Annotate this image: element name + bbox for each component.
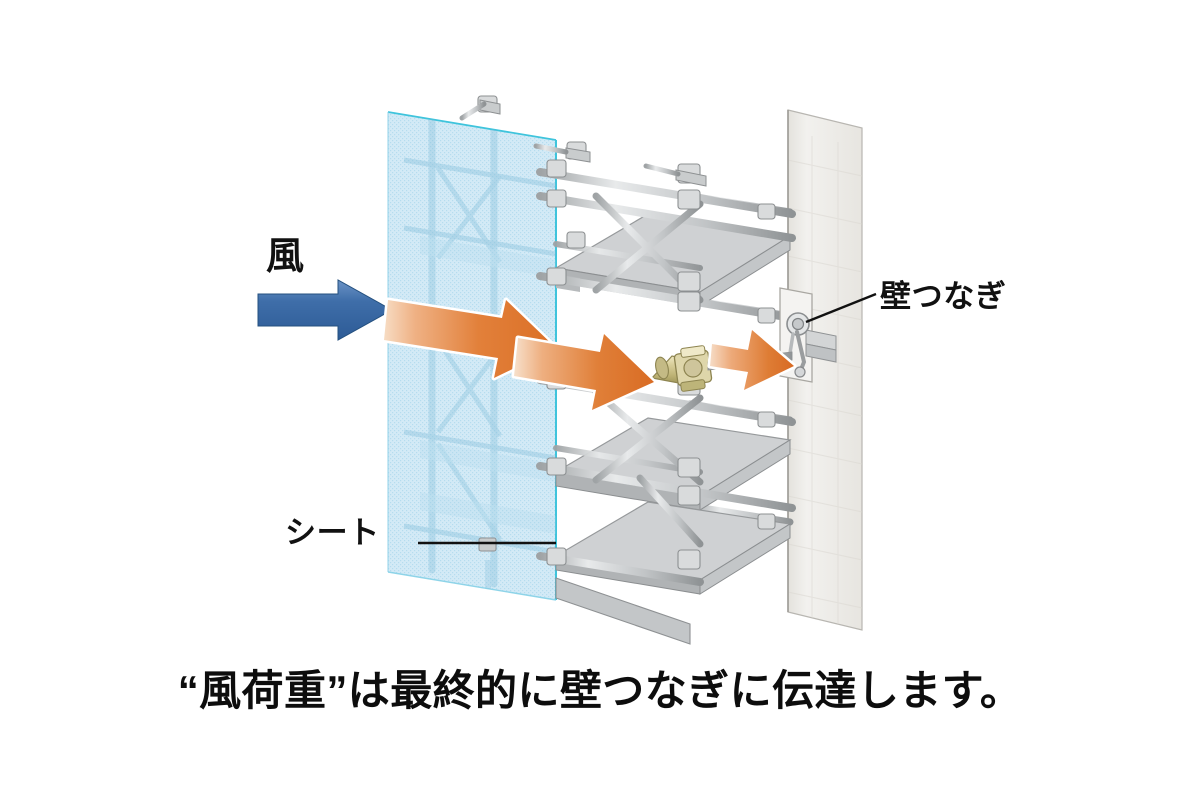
figure-caption: “風荷重”は最終的に壁つなぎに伝達します。: [177, 667, 1023, 714]
wall-tie-connector: [650, 345, 793, 392]
wall-tie-assembly: [650, 287, 837, 392]
building-wall: [787, 109, 863, 631]
scaffold-platform-mid: [554, 417, 792, 511]
load-transfer-arrows: [381, 297, 797, 413]
sheet-label: シート: [285, 515, 380, 550]
wall-tie-label: 壁つなぎ: [880, 279, 1007, 314]
wind-label: 風: [266, 236, 305, 278]
wall-tie-leader-line: [805, 292, 877, 324]
leader-lines: [418, 292, 877, 545]
wind-direction-arrow: [257, 279, 394, 341]
